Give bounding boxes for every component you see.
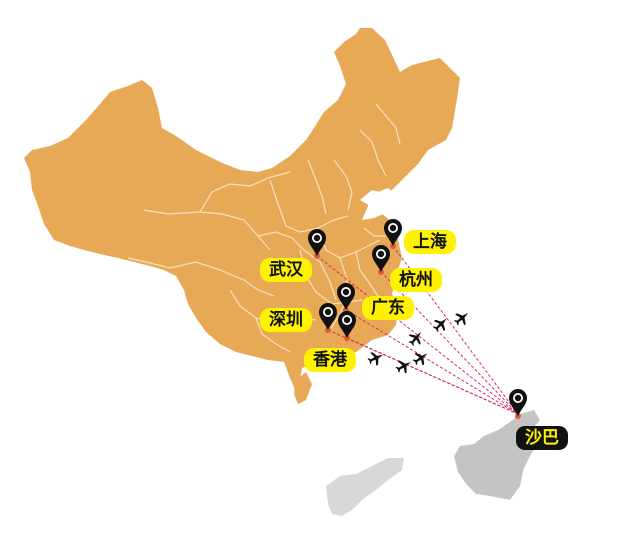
city-label-hangzhou: 杭州 <box>390 268 442 292</box>
map-pin-icon <box>337 283 355 313</box>
hainan-island <box>300 360 404 516</box>
airplane-icons <box>367 312 469 374</box>
map-pin-icon <box>338 311 356 341</box>
city-label-sabah: 沙巴 <box>516 426 568 450</box>
city-label-shanghai: 上海 <box>404 230 456 254</box>
city-label-hongkong: 香港 <box>304 348 356 372</box>
map-pin-icon <box>308 229 326 259</box>
city-label-wuhan: 武汉 <box>260 258 312 282</box>
map-pin-icon <box>372 245 390 275</box>
map-pin-icon <box>509 389 527 419</box>
city-label-shenzhen: 深圳 <box>260 308 312 332</box>
map-pins <box>308 219 527 419</box>
china-mainland <box>24 28 460 392</box>
map-pin-icon <box>319 303 337 333</box>
city-label-guangdong: 广东 <box>362 296 414 320</box>
map-pin-icon <box>384 219 402 249</box>
borneo-sabah <box>454 410 540 500</box>
